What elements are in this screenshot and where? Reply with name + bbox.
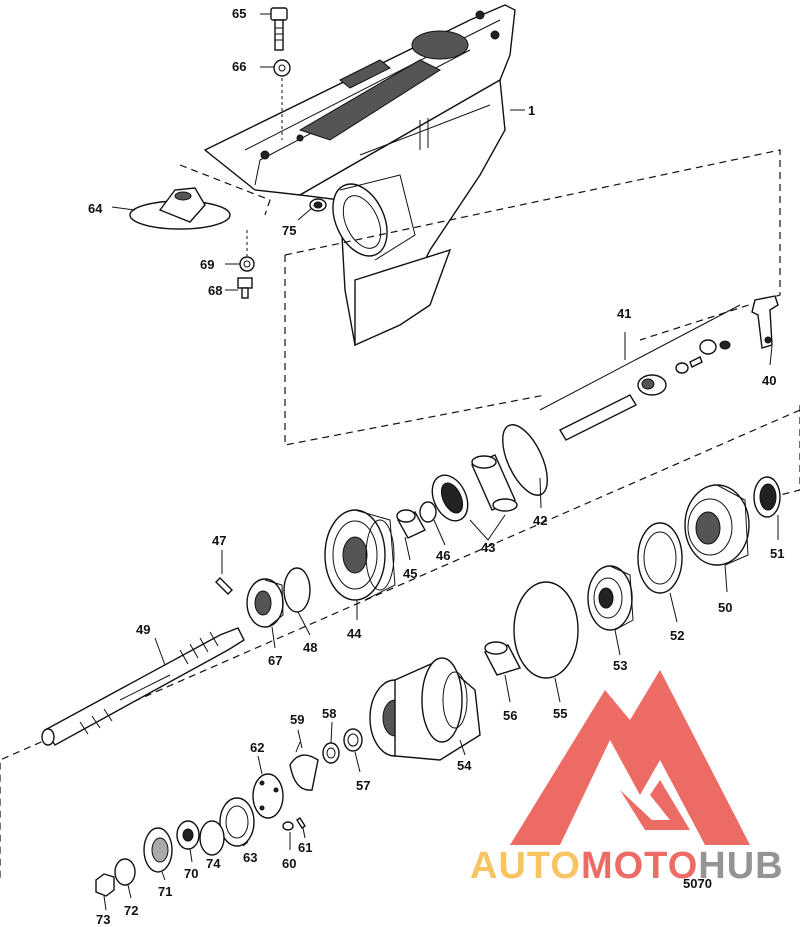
needle-bearing-45	[396, 509, 426, 539]
washer-69	[239, 256, 255, 272]
part-label-68: 68	[208, 283, 222, 298]
part-label-45: 45	[403, 566, 417, 581]
shift-cam-40	[751, 295, 779, 349]
screw-60	[282, 821, 294, 831]
part-labels: 1 40 41 42 43 44 45 46 47 48 49 50 51 52 53 54 55 56 57 58 5…	[88, 6, 784, 927]
washer-57	[343, 728, 363, 752]
seal-51	[753, 476, 781, 518]
bolt-65	[270, 7, 288, 51]
part-label-63: 63	[243, 850, 257, 865]
part-label-67: 67	[268, 653, 282, 668]
bearing-cup-43	[431, 454, 518, 522]
washer-58	[322, 742, 340, 764]
forward-gear-44	[324, 509, 396, 601]
part-label-40: 40	[762, 373, 776, 388]
part-label-64: 64	[88, 201, 103, 216]
part-label-74: 74	[206, 856, 221, 871]
reference-code: 5070	[683, 876, 712, 891]
part-label-59: 59	[290, 712, 304, 727]
part-label-43: 43	[481, 540, 495, 555]
part-label-65: 65	[232, 6, 246, 21]
retainer-59	[289, 741, 319, 791]
part-label-51: 51	[770, 546, 784, 561]
part-label-57: 57	[356, 778, 370, 793]
part-label-49: 49	[136, 622, 150, 637]
part-label-1: 1	[528, 103, 535, 118]
part-label-60: 60	[282, 856, 296, 871]
part-label-70: 70	[184, 866, 198, 881]
part-label-55: 55	[553, 706, 567, 721]
propeller-shaft-49	[41, 627, 245, 746]
plate-62	[252, 773, 284, 819]
part-label-58: 58	[322, 706, 336, 721]
washer-74	[199, 820, 225, 856]
part-label-48: 48	[303, 640, 317, 655]
part-label-72: 72	[124, 903, 138, 918]
automotohub-logo: AUTOMOTOHUB	[470, 670, 784, 887]
bearing-carrier-50	[684, 484, 750, 566]
thrust-hub-71	[143, 827, 173, 873]
clutch-67	[246, 578, 284, 628]
part-label-52: 52	[670, 628, 684, 643]
part-label-61: 61	[298, 840, 312, 855]
shift-shaft-41	[559, 339, 731, 441]
leader-lines	[103, 13, 779, 911]
lockwasher-66	[273, 59, 291, 77]
logo-text: AUTOMOTOHUB	[470, 845, 784, 887]
part-label-44: 44	[347, 626, 362, 641]
part-label-56: 56	[503, 708, 517, 723]
bearing-53	[587, 565, 634, 631]
part-label-42: 42	[533, 513, 547, 528]
grommet-75	[309, 198, 327, 212]
part-label-62: 62	[250, 740, 264, 755]
anode-64	[129, 187, 231, 230]
part-label-69: 69	[200, 257, 214, 272]
reverse-gear-54	[369, 657, 481, 761]
screw-61	[296, 817, 306, 829]
bolt-68	[237, 277, 253, 299]
part-label-73: 73	[96, 912, 110, 927]
part-label-47: 47	[212, 533, 226, 548]
washer-52	[637, 522, 683, 594]
nut-73	[95, 873, 115, 897]
part-label-46: 46	[436, 548, 450, 563]
part-label-66: 66	[232, 59, 246, 74]
nut-63	[219, 797, 255, 847]
part-label-53: 53	[613, 658, 627, 673]
part-label-75: 75	[282, 223, 296, 238]
logo-triangle	[510, 670, 750, 845]
spring-48	[283, 567, 311, 613]
tab-washer-72	[114, 858, 136, 886]
needle-bearing-56	[483, 641, 522, 676]
o-ring-55	[513, 581, 579, 679]
ring-46	[419, 501, 437, 523]
spacer-70	[176, 820, 200, 850]
part-label-71: 71	[158, 884, 172, 899]
part-label-50: 50	[718, 600, 732, 615]
logo-text-moto: MOTO	[581, 845, 698, 887]
logo-inner-g	[620, 780, 690, 830]
logo-text-auto: AUTO	[470, 845, 581, 887]
logo-text-hub: HUB	[698, 845, 783, 887]
gear-housing	[203, 4, 516, 347]
part-label-54: 54	[457, 758, 472, 773]
pin-47	[215, 577, 233, 595]
part-label-41: 41	[617, 306, 631, 321]
o-ring-42	[502, 424, 548, 496]
